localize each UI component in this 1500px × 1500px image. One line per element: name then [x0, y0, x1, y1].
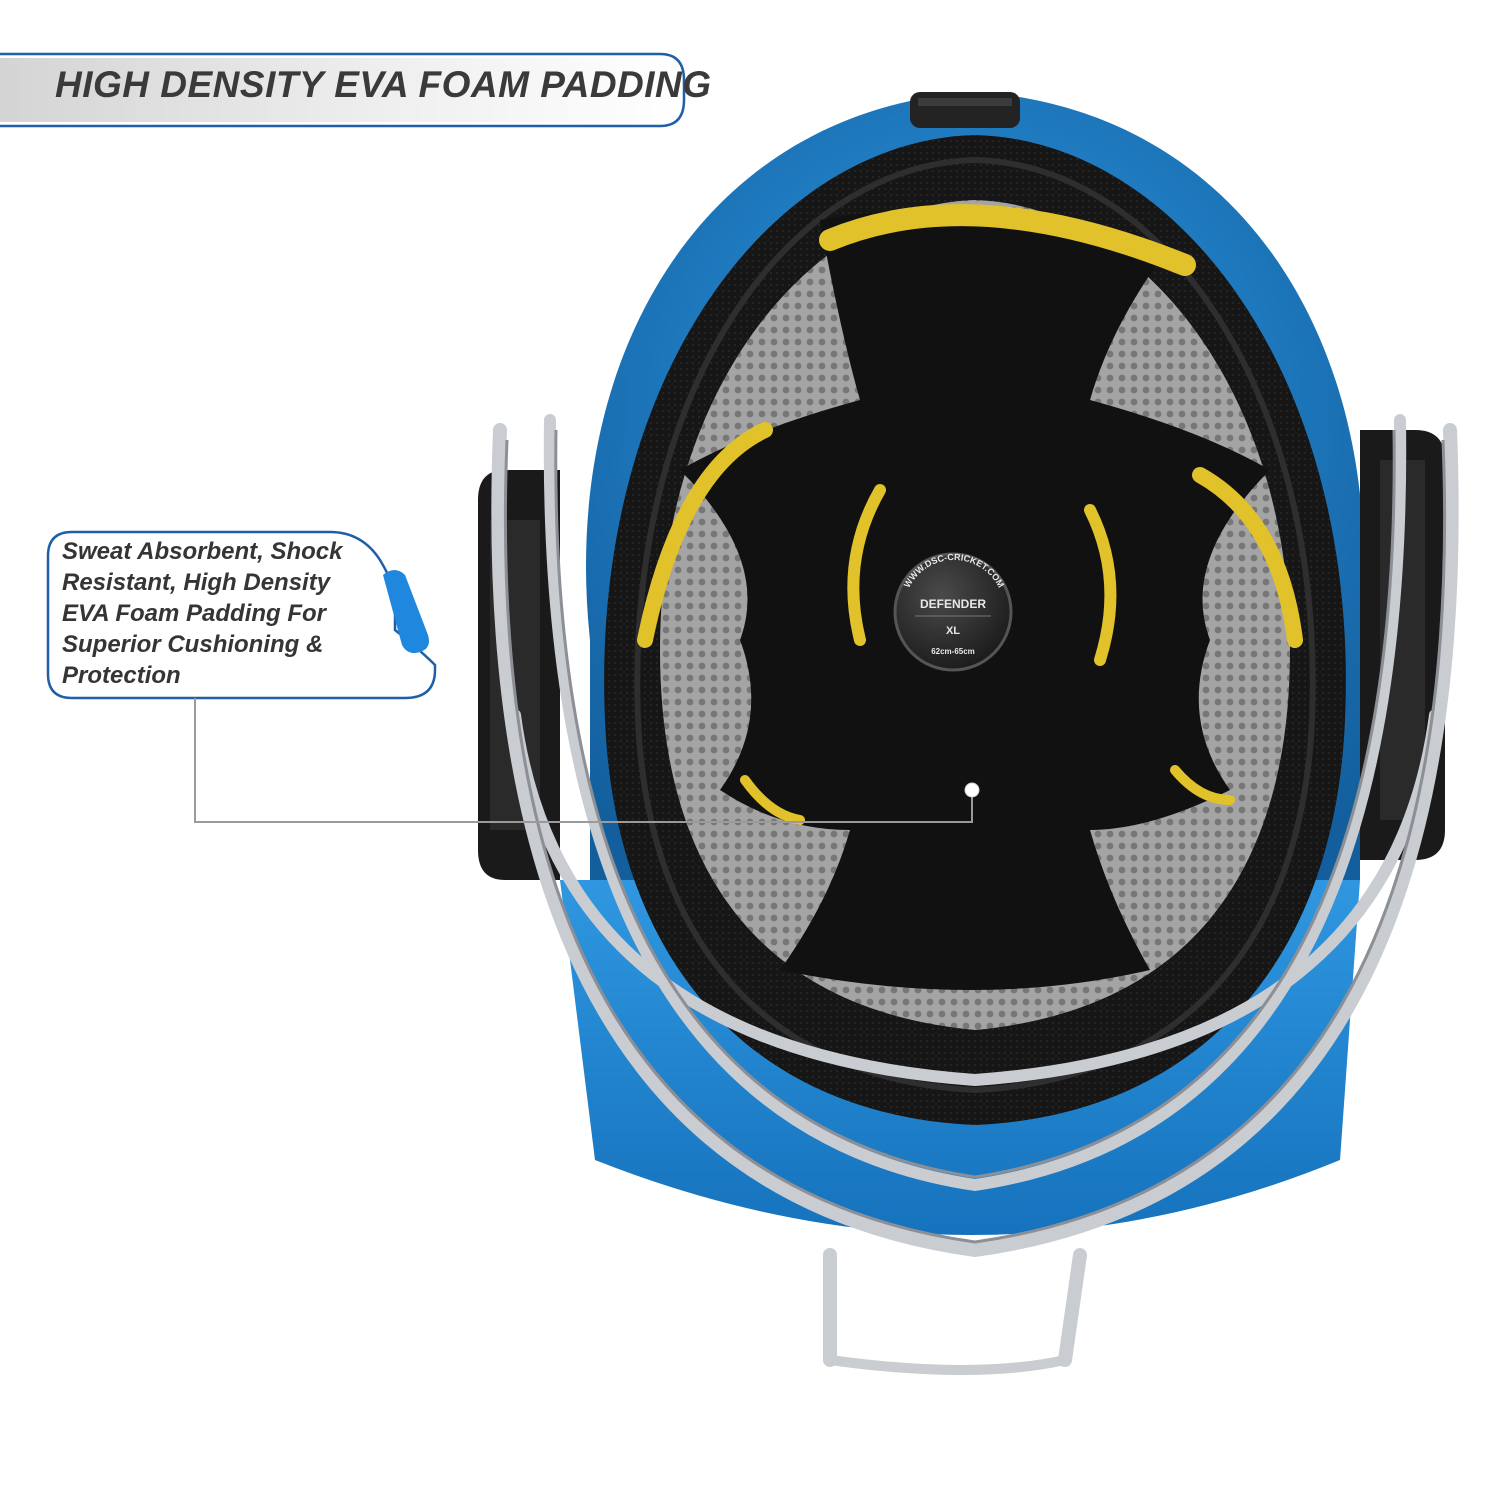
yellow-foam-edges [637, 204, 1303, 825]
heading-banner [0, 52, 686, 128]
page-heading: HIGH DENSITY EVA FOAM PADDING [55, 64, 712, 105]
pointer-dot [964, 782, 980, 798]
callout-box [46, 530, 437, 700]
callout-text: Sweat Absorbent, Shock Resistant, High D… [62, 538, 343, 689]
badge-range: 62cm-65cm [931, 647, 975, 656]
product-label-badge: WWW.DSC-CRICKET.COM DEFENDER XL 62cm-65c… [893, 552, 1013, 672]
adjustment-dial [910, 92, 1020, 128]
grille-shadow-lines [503, 429, 1447, 1244]
badge-model: DEFENDER [920, 597, 986, 611]
leader-line [194, 698, 973, 823]
steel-grille [491, 414, 1459, 1375]
callout-tab [383, 570, 429, 654]
badge-size: XL [946, 625, 960, 637]
